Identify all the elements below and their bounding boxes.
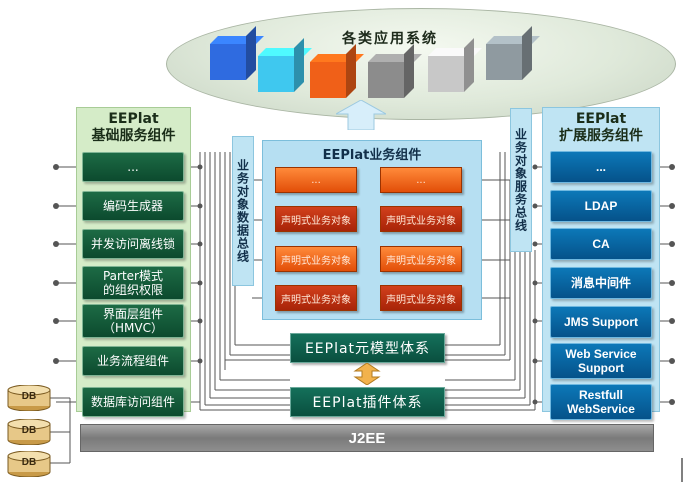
database-icon: DB — [6, 450, 52, 478]
business-object-left-more[interactable]: ... — [275, 167, 357, 193]
business-object-right-2[interactable]: 声明式业务对象 — [380, 246, 462, 272]
applications-title: 各类应用系统 — [342, 31, 438, 47]
base-service-code-generator[interactable]: 编码生成器 — [82, 191, 184, 221]
data-bus-label: 业务对象数据总线 — [232, 136, 254, 286]
base-service-db-access[interactable]: 数据库访问组件 — [82, 387, 184, 417]
application-cube — [428, 38, 482, 92]
application-cube — [210, 26, 264, 80]
base-services-title-line2: 基础服务组件 — [91, 128, 176, 144]
ext-service-web-service[interactable]: Web Service Support — [550, 343, 652, 379]
business-object-right-1[interactable]: 声明式业务对象 — [380, 206, 462, 232]
application-cube — [368, 44, 422, 98]
business-object-right-3[interactable]: 声明式业务对象 — [380, 285, 462, 311]
extended-services-title: EEPlat 扩展服务组件 — [542, 111, 660, 145]
base-service-more[interactable]: ... — [82, 152, 184, 182]
application-cube — [310, 44, 364, 98]
service-bus-label: 业务对象服务总线 — [510, 108, 532, 252]
business-object-left-1[interactable]: 声明式业务对象 — [275, 206, 357, 232]
base-service-workflow[interactable]: 业务流程组件 — [82, 346, 184, 376]
application-cube — [486, 26, 540, 80]
business-object-left-3[interactable]: 声明式业务对象 — [275, 285, 357, 311]
database-label: DB — [21, 457, 37, 468]
base-service-party-permissions[interactable]: Parter模式 的组织权限 — [82, 266, 184, 300]
ext-service-message-middleware[interactable]: 消息中间件 — [550, 267, 652, 299]
base-services-title: EEPlat 基础服务组件 — [76, 111, 191, 145]
application-cube — [258, 38, 312, 92]
database-label: DB — [21, 391, 37, 402]
database-icon: DB — [6, 384, 52, 412]
ext-service-more[interactable]: ... — [550, 151, 652, 183]
database-label: DB — [21, 425, 37, 436]
extended-services-title-line1: EEPlat — [575, 111, 627, 127]
extended-services-title-line2: 扩展服务组件 — [559, 128, 643, 144]
base-service-offline-lock[interactable]: 并发访问离线锁 — [82, 229, 184, 259]
plugin-system[interactable]: EEPlat插件体系 — [290, 387, 445, 417]
base-service-ui-components[interactable]: 界面层组件 （HMVC） — [82, 304, 184, 338]
business-object-left-2[interactable]: 声明式业务对象 — [275, 246, 357, 272]
bidirectional-arrow-icon — [353, 363, 381, 385]
ext-service-jms-support[interactable]: JMS Support — [550, 306, 652, 338]
ext-service-ca[interactable]: CA — [550, 228, 652, 260]
up-arrow-icon — [336, 100, 386, 130]
ext-service-ldap[interactable]: LDAP — [550, 190, 652, 222]
business-object-right-more[interactable]: ... — [380, 167, 462, 193]
business-components-title: EEPlat业务组件 — [322, 148, 422, 163]
meta-model-system[interactable]: EEPlat元模型体系 — [290, 333, 445, 363]
base-services-title-line1: EEPlat — [108, 111, 159, 127]
ext-service-restful[interactable]: Restfull WebService — [550, 384, 652, 420]
database-icon: DB — [6, 418, 52, 446]
j2ee-foundation: J2EE — [80, 424, 654, 452]
